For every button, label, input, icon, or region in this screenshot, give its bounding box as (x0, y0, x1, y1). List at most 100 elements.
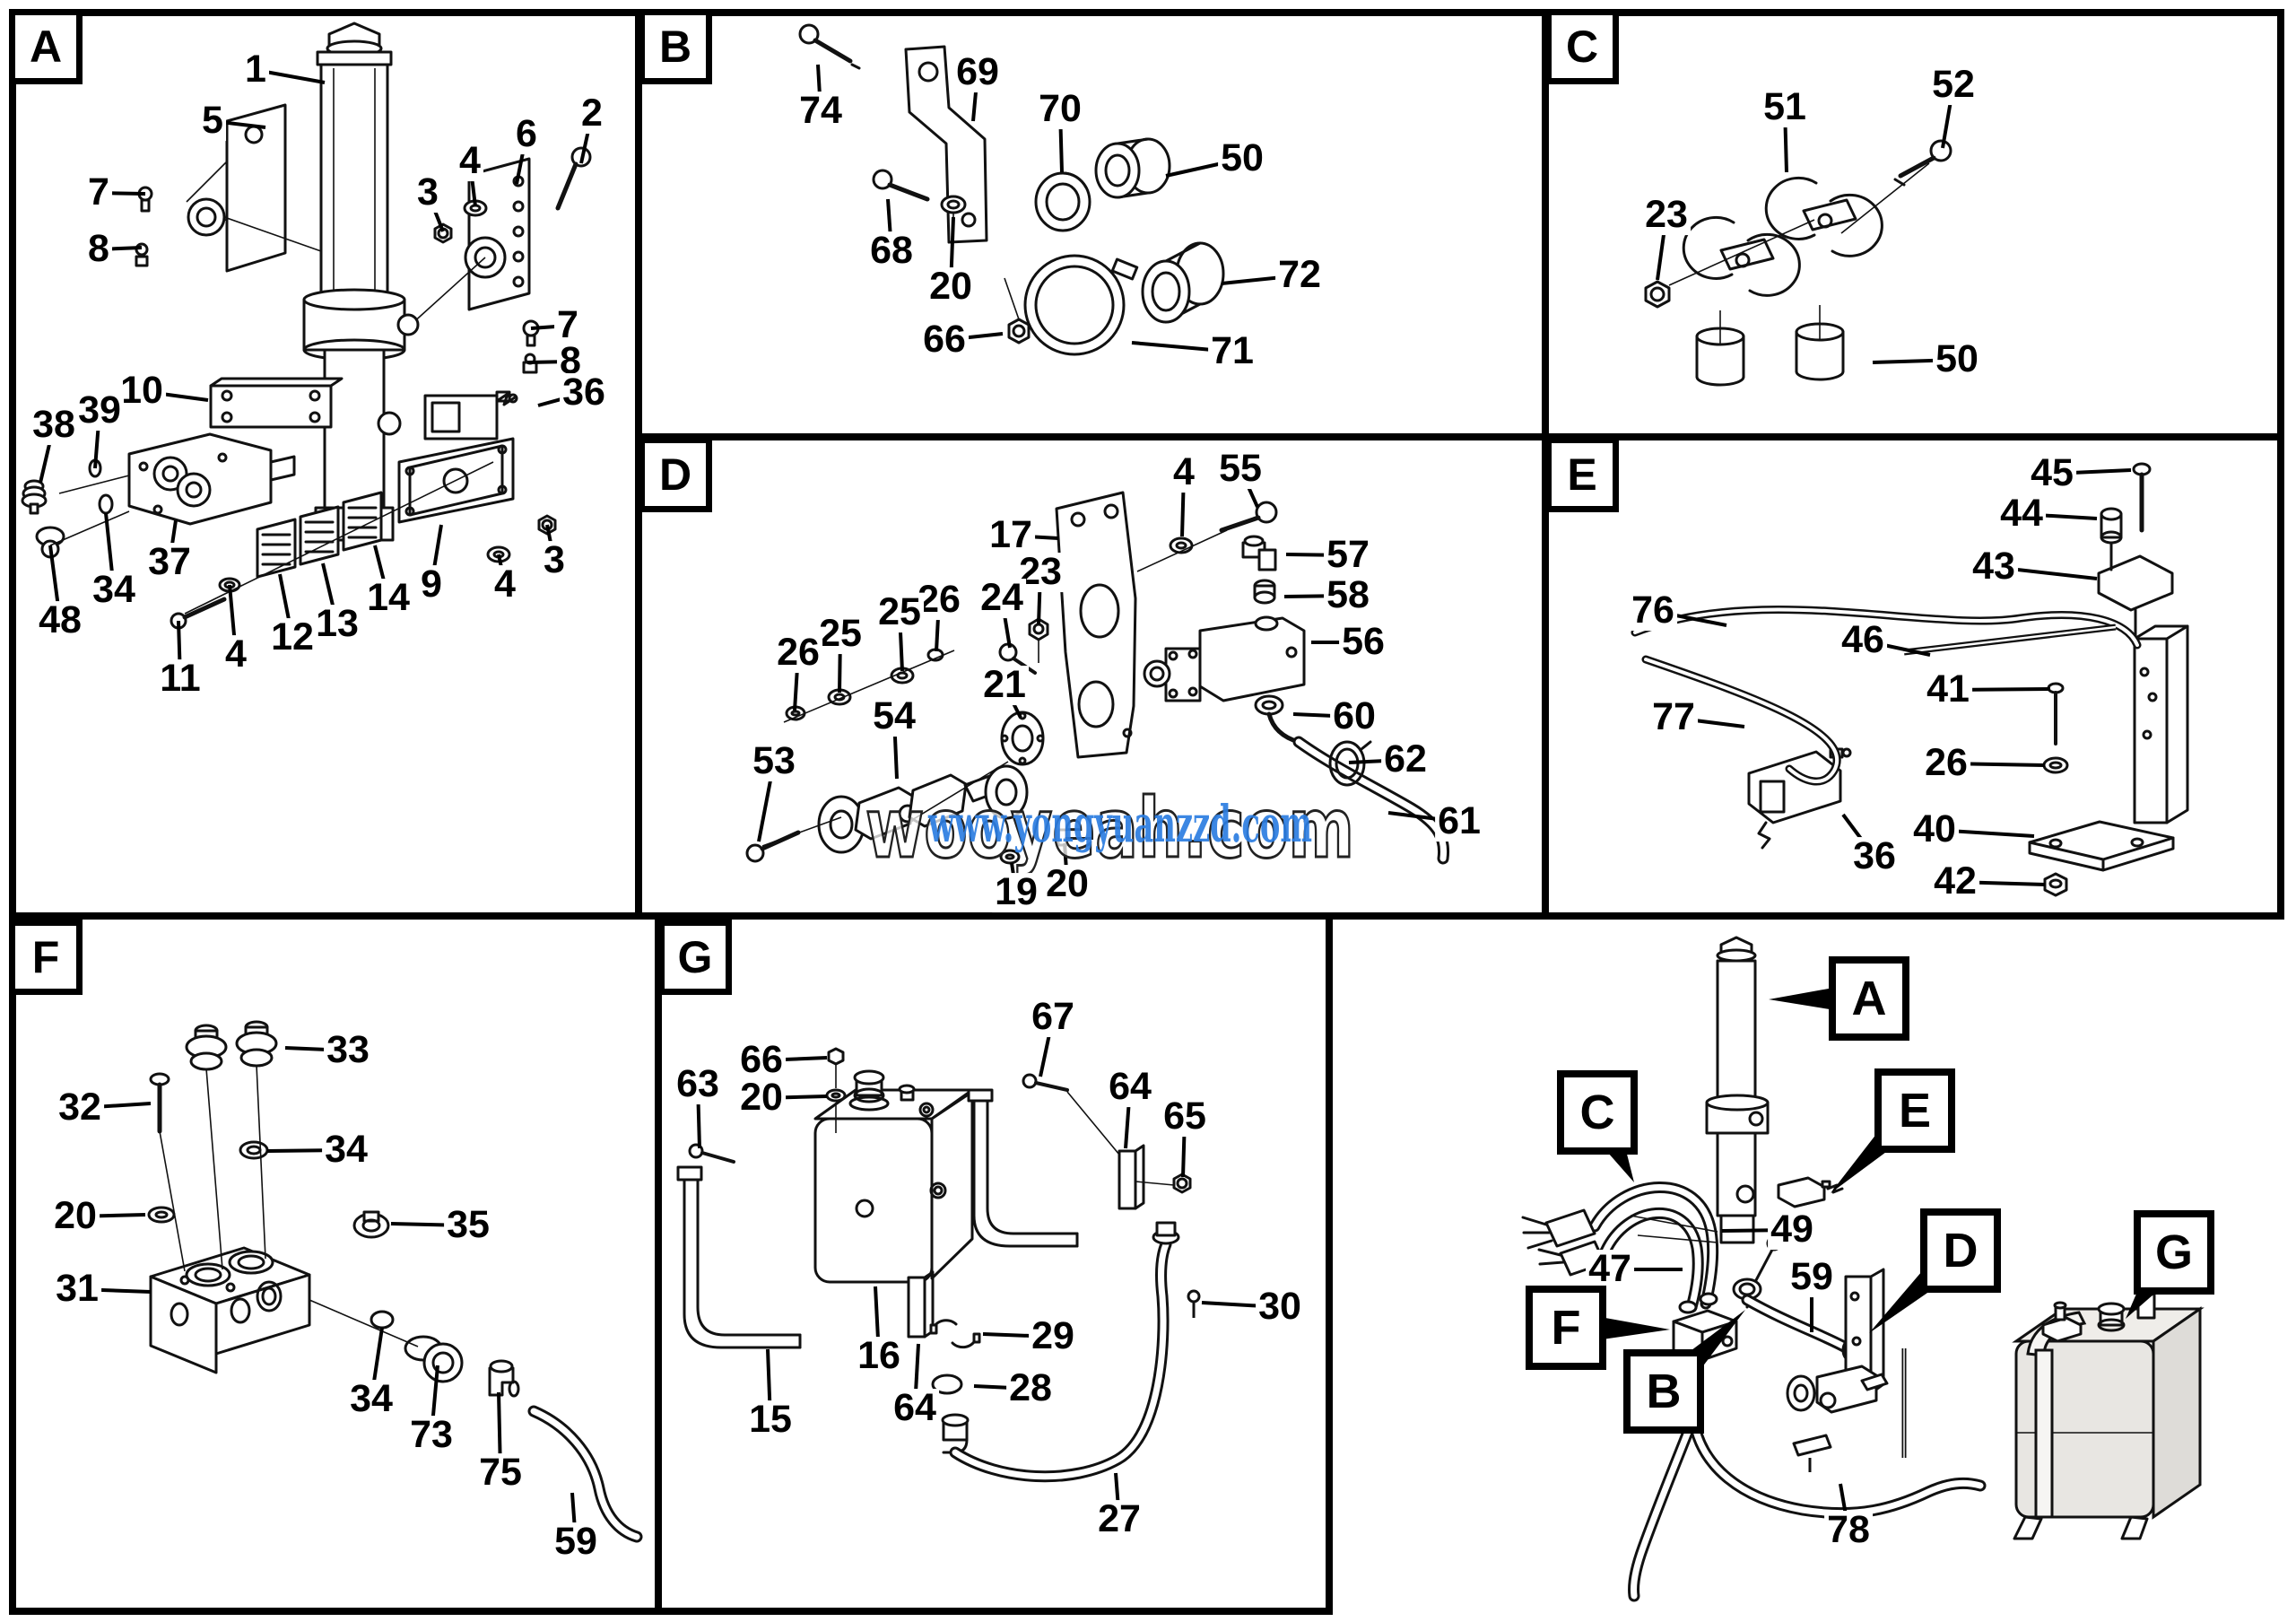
callout-A-5: 5 (199, 100, 226, 141)
callout-F-34: 34 (322, 1129, 370, 1170)
callout-D-17: 17 (987, 515, 1035, 555)
callout-E-44: 44 (1997, 493, 2046, 534)
panel-e-drawing (1631, 462, 2189, 897)
callout-B-70: 70 (1036, 89, 1084, 129)
callout-A-1: 1 (242, 49, 269, 90)
callout-D-24: 24 (978, 578, 1026, 618)
callout-D-26: 26 (774, 632, 822, 673)
pipe-clamp-lower (1682, 215, 1801, 297)
callout-A-7: 7 (85, 172, 112, 213)
callout-G-20: 20 (737, 1077, 786, 1118)
panel-g-drawing (676, 1047, 1201, 1483)
strap-15 (676, 1165, 802, 1349)
cable-76 (1631, 605, 2142, 650)
union-fittings-33 (185, 1020, 278, 1071)
callout-A-7: 7 (554, 305, 581, 345)
callout-A-3: 3 (541, 540, 568, 580)
callout-E-45: 45 (2028, 453, 2076, 493)
callout-D-25: 25 (816, 614, 865, 654)
nut-23 (1644, 280, 1671, 309)
washer-20 (940, 195, 967, 214)
hydraulic-cylinder (302, 22, 420, 542)
callout-E-77: 77 (1649, 697, 1698, 737)
callout-E-26: 26 (1922, 743, 1970, 783)
callout-A-48: 48 (36, 600, 84, 641)
callout-E-40: 40 (1910, 809, 1959, 850)
callout-G-63: 63 (674, 1064, 722, 1104)
bolt-32 (149, 1072, 170, 1134)
callout-G-15: 15 (746, 1400, 795, 1440)
bolt-68 (872, 169, 930, 202)
assembly-ref-E: E (1874, 1068, 1955, 1153)
callout-C-51: 51 (1761, 87, 1809, 127)
callout-A-14: 14 (364, 578, 413, 618)
elbow-75 (488, 1359, 520, 1398)
assembly-ref-B: B (1623, 1349, 1704, 1434)
hose-clamp-29 (929, 1319, 981, 1349)
callout-overview-59: 59 (1787, 1257, 1836, 1297)
callout-G-64: 64 (1106, 1067, 1154, 1107)
callout-E-42: 42 (1931, 861, 1979, 902)
panel-label-c: C (1545, 9, 1619, 84)
callout-C-52: 52 (1929, 65, 1978, 105)
panel-label-d: D (639, 437, 712, 512)
callout-A-8: 8 (85, 229, 112, 269)
bracket-6 (410, 157, 531, 326)
callout-A-4: 4 (222, 634, 249, 675)
callout-D-21: 21 (980, 665, 1029, 705)
callout-D-57: 57 (1324, 535, 1372, 575)
flange-21 (1000, 711, 1045, 766)
oil-tank-16 (813, 1069, 974, 1284)
callout-F-34: 34 (347, 1379, 396, 1419)
callout-D-61: 61 (1435, 801, 1483, 842)
elbow-57 (1241, 535, 1277, 571)
cable-77 (1641, 655, 1841, 786)
callout-F-73: 73 (407, 1415, 456, 1455)
assembly-ref-C: C (1557, 1070, 1638, 1155)
callout-B-68: 68 (867, 231, 916, 271)
callout-E-36: 36 (1850, 836, 1899, 876)
divider-f-g (655, 920, 662, 1615)
callout-E-41: 41 (1924, 669, 1972, 710)
callout-D-53: 53 (750, 741, 798, 781)
callout-A-13: 13 (313, 604, 361, 644)
callout-A-4: 4 (491, 564, 518, 605)
callout-G-29: 29 (1029, 1316, 1077, 1356)
callout-B-71: 71 (1208, 331, 1257, 371)
mount-post-43-40 (2028, 554, 2189, 872)
assembly-ref-D: D (1920, 1208, 2001, 1293)
callout-D-20: 20 (1043, 864, 1091, 904)
callout-G-66: 66 (737, 1040, 786, 1080)
callout-A-12: 12 (268, 617, 317, 658)
mount-plate-17 (1055, 491, 1137, 759)
callout-D-19: 19 (992, 872, 1040, 912)
callout-C-50: 50 (1933, 339, 1981, 379)
bushing-50 (1094, 137, 1171, 199)
callout-overview-47: 47 (1586, 1249, 1634, 1289)
assembly-ref-A: A (1829, 956, 1909, 1041)
callout-F-32: 32 (56, 1087, 104, 1128)
fitting-60 (1254, 694, 1301, 745)
strap-right (967, 1088, 1079, 1248)
spacer-64b (907, 1270, 935, 1339)
pipe-clamp-51 (1764, 176, 1883, 257)
callout-D-4: 4 (1170, 452, 1197, 493)
callout-G-65: 65 (1161, 1096, 1209, 1137)
hose-59 (527, 1405, 643, 1543)
callout-B-72: 72 (1275, 255, 1324, 295)
panel-label-a: A (9, 9, 83, 84)
callout-B-66: 66 (920, 319, 969, 360)
bolt-24 (998, 642, 1037, 675)
divider-mid-horizontal (9, 912, 2284, 920)
bracket-69 (904, 45, 988, 244)
callout-E-76: 76 (1629, 590, 1677, 631)
callout-B-74: 74 (796, 91, 845, 131)
border-bottom (9, 1608, 1333, 1615)
bushing-70 (1034, 171, 1091, 232)
callout-D-54: 54 (870, 696, 918, 737)
callout-G-27: 27 (1095, 1499, 1144, 1539)
assembled-tank-g (2012, 1285, 2205, 1540)
callout-A-9: 9 (418, 564, 445, 605)
shim-plates-12-13-14 (256, 491, 383, 579)
panel-c-drawing (1644, 139, 1952, 387)
